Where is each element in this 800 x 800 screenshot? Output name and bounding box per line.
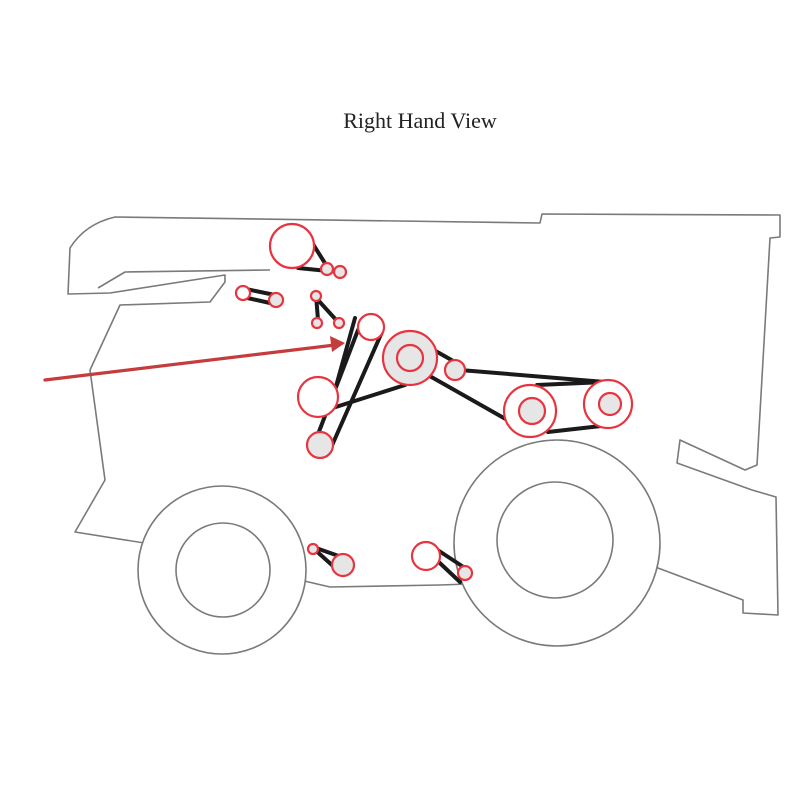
rear-wheel xyxy=(453,439,661,647)
pulley-icon xyxy=(395,343,425,373)
pulley-icon xyxy=(296,375,340,419)
pulley-icon xyxy=(443,358,467,382)
drive-belt-icon xyxy=(328,330,384,452)
pulley-icon xyxy=(305,430,335,460)
pointer-arrow-shaft xyxy=(43,343,337,382)
pulley-icon xyxy=(310,316,324,330)
front-wheel-hub xyxy=(175,522,271,618)
drive-belt-icon xyxy=(535,380,607,387)
pulley-icon xyxy=(306,542,320,556)
cab-roof-inner-line xyxy=(97,269,271,289)
pulley-icon xyxy=(319,261,335,277)
body-outline xyxy=(67,213,781,616)
pulley-icon xyxy=(267,291,285,309)
drive-belt-icon xyxy=(333,316,357,392)
pulley-icon xyxy=(234,284,252,302)
pulley-icon xyxy=(410,540,442,572)
rear-wheel-hub xyxy=(496,481,614,599)
pointer-arrow-head xyxy=(330,336,345,352)
pulley-icon xyxy=(356,312,386,342)
diagram-title: Right Hand View xyxy=(343,108,497,133)
front-wheel xyxy=(137,485,307,655)
combine-harvester-outline-icon xyxy=(67,213,781,616)
pulleys xyxy=(234,222,634,582)
pointer-arrow-icon xyxy=(43,336,345,382)
pulley-icon xyxy=(268,222,316,270)
drive-belt-icon xyxy=(244,287,277,297)
pulley-icon xyxy=(330,552,356,578)
pulley-icon xyxy=(332,264,348,280)
pulley-icon xyxy=(456,564,474,582)
drive-belt-icon xyxy=(316,298,340,324)
pulley-icon xyxy=(597,391,623,417)
pulley-icon xyxy=(332,316,346,330)
pulley-icon xyxy=(309,289,323,303)
drive-belt-icon xyxy=(458,368,607,384)
pulley-icon xyxy=(517,396,547,426)
